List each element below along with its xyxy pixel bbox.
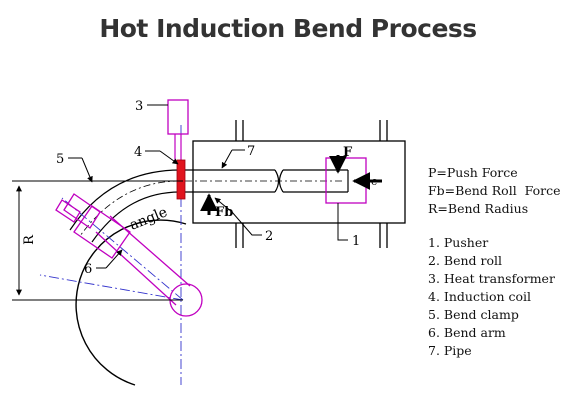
callout-2: 2: [265, 229, 273, 244]
radius-line-2: [61, 197, 184, 301]
angle-label: angle: [128, 204, 170, 233]
radius-dimension: [12, 180, 183, 301]
legend-induction-coil: 4. Induction coil: [428, 289, 532, 304]
induction-coil: [176, 159, 186, 200]
bend-centerline: [79, 180, 181, 237]
force-f-label: F: [343, 145, 353, 160]
callout-3: 3: [135, 99, 143, 114]
legend-bend-radius: R=Bend Radius: [428, 201, 529, 216]
force-fb-label: Fb: [215, 205, 233, 220]
machine-frame: [192, 140, 406, 224]
callout-5: 5: [56, 152, 64, 167]
bend-arm: [95, 215, 203, 317]
callout-leaders: [68, 104, 348, 269]
bend-clamp: [55, 193, 131, 259]
legend-bend-roll-force: Fb=Bend Roll Force: [428, 183, 561, 198]
legend-bend-roll: 2. Bend roll: [428, 253, 503, 268]
radius-line: [39, 274, 184, 301]
legend-push-force: P=Push Force: [428, 165, 518, 180]
legend-bend-clamp: 5. Bend clamp: [428, 307, 519, 322]
bend-roll-arc: [75, 219, 187, 386]
callout-4: 4: [134, 145, 142, 160]
heat-transformer: [167, 99, 189, 135]
force-legend: P=Push Force Fb=Bend Roll Force R=Bend R…: [428, 164, 561, 218]
diagram-title: Hot Induction Bend Process: [99, 14, 477, 43]
legend-pusher: 1. Pusher: [428, 235, 489, 250]
parts-legend: 1. Pusher 2. Bend roll 3. Heat transform…: [428, 234, 555, 360]
legend-pipe: 7. Pipe: [428, 343, 472, 358]
callout-1: 1: [352, 234, 360, 249]
callout-7: 7: [247, 144, 255, 159]
callout-6: 6: [84, 262, 92, 277]
legend-heat-transformer: 3. Heat transformer: [428, 271, 555, 286]
radius-label: R: [22, 234, 37, 245]
legend-bend-arm: 6. Bend arm: [428, 325, 506, 340]
push-arrow-tail: c: [371, 175, 377, 188]
frame-posts: [235, 120, 388, 248]
pipe-bent: [69, 169, 181, 243]
